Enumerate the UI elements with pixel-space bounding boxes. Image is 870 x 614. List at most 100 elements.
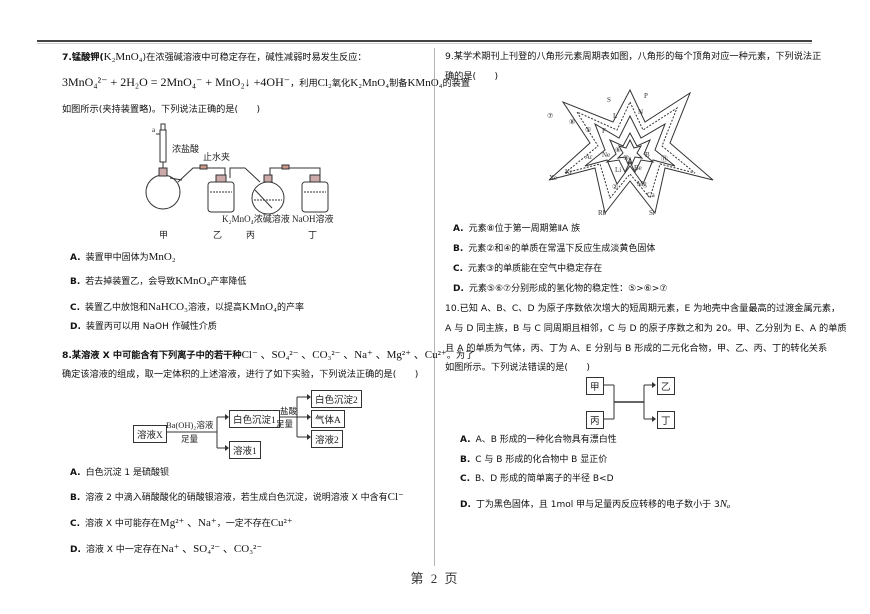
option-text: 装置丙可以用 NaOH 作碱性介质 [85,322,217,332]
label-yi: 乙 [213,230,223,240]
label-jia: 甲 [159,230,169,240]
star-label-be: Be [634,164,642,172]
q9-octagram-diagram: S P L N F ⑦ ⑧ ⑤ Ar Ne ⑥ ③ B ⑪ Li Be ② Mg… [545,88,715,218]
star-label-rb: Rb [598,209,607,217]
option-label: D. [70,322,81,332]
option-formula: Na⁺ 、SO₄²⁻ 、CO₃²⁻ [160,543,263,555]
option-text: ，一定不存在 [216,519,271,529]
q8-option-a[interactable]: A.白色沉淀 1 是硫酸钡 [70,466,169,480]
octagram-drawing [548,88,714,215]
flow-reagent-excess-2: 足量 [276,419,294,429]
star-label-xe: Xe [549,174,558,182]
q7-stem-line1: 7.锰酸钾(K₂MnO₄)在浓强碱溶液中可稳定存在，碱性减弱时易发生反应： [62,50,367,65]
star-label-ca: Ca [647,191,655,199]
star-label-f: F [602,127,606,135]
option-text: 丁为黑色固体，且 1mol 甲与足量丙反应转移的电子数小于 3 [475,500,720,510]
q10-stem-line1: 10.已知 A、B、C、D 为原子序数依次增大的短周期元素，E 为地壳中含量最高… [445,303,841,314]
header-rule [37,40,812,42]
label-k2mno4-solution: K₂MnO₄浓碱溶液 [222,214,290,224]
option-text: 的产率 [276,303,304,313]
q10-option-a[interactable]: A. A、B 形成的一种化合物具有漂白性 [460,433,617,447]
flow-node-gas-a: 气体A [311,410,345,428]
q7-stem-suffix: )在浓强碱溶液中可稳定存在，碱性减弱时易发生反应： [142,52,367,63]
option-label: C. [460,474,471,484]
q9-option-b[interactable]: B. 元素②和④的单质在常温下反应生成淡黄色固体 [453,242,655,256]
option-text: 溶液 X 中可能存在 [85,519,160,529]
q8-stem-suffix: 。为了 [446,350,475,361]
q9-option-d[interactable]: D.元素⑤⑥⑦分别形成的氢化物的稳定性：⑤>⑥>⑦ [453,282,667,296]
q9-option-a[interactable]: A. 元素⑧位于第一周期第ⅡA 族 [453,222,580,236]
q10-stem-line3: 且 A 的单质为气体，丙、丁为 A、E 分别与 B 形成的二元化合物，甲、乙、丙… [445,343,828,354]
q7-text: 制备 [389,78,408,89]
star-label-n: N [638,108,644,116]
option-text: 元素⑧位于第一周期第ⅡA 族 [468,224,581,234]
option-label: A. [453,224,464,234]
option-text: A、B 形成的一种化合物具有漂白性 [475,435,617,445]
option-formula-na: Nₐ [719,498,731,510]
option-text: 装置甲中固体为 [85,253,149,263]
q10-node-jia: 甲 [586,377,604,395]
apparatus-drawing [145,123,329,215]
q10-stem-line4: 如图所示。下列说法错误的是( ) [445,362,590,373]
option-label: D. [460,500,471,510]
q7-option-d[interactable]: D. 装置丙可以用 NaOH 作碱性介质 [70,320,217,334]
q8-stem-prefix: 8.某溶液 X 中可能含有下列离子中的若干种 [62,350,242,361]
label-a: a [152,126,156,134]
q7-text: 氧化 [331,78,351,89]
q10-flow-chart: 甲 丙 乙 丁 [580,375,690,430]
q8-option-d[interactable]: D. 溶液 X 中一定存在Na⁺ 、SO₄²⁻ 、CO₃²⁻ [70,542,262,557]
q8-option-c[interactable]: C.溶液 X 中可能存在Mg²⁺ 、Na⁺，一定不存在Cu²⁺ [70,516,293,531]
q7-option-c[interactable]: C.装置乙中放饱和NaHCO₃溶液，以提高KMnO₄的产率 [70,300,304,315]
option-label: B. [453,244,464,254]
option-label: D. [70,545,81,555]
q7-stem-prefix: 7.锰酸钾( [62,52,104,63]
q8-option-b[interactable]: B.溶液 2 中滴入硝酸酸化的硝酸银溶液，若生成白色沉淀，说明溶液 X 中含有C… [70,490,404,505]
star-label-circle-8: ⑧ [569,118,576,126]
q7-option-b[interactable]: B.若去掉装置乙，会导致KMnO₄产率降低 [70,274,246,289]
option-label: C. [453,264,464,274]
star-label-circle-6: ⑥ [615,146,622,154]
q8-stem-line2: 确定该溶液的组成，取一定体积的上述溶液，进行了如下实验，下列说法正确的是( ) [62,369,419,380]
label-conc-hcl: 浓盐酸 [172,144,200,154]
star-label-sr: Sr [649,209,656,217]
option-text: 溶液 X 中一定存在 [85,545,161,555]
flow-node-solution-2: 溶液2 [311,430,343,448]
q10-option-b[interactable]: B.C 与 B 形成的化合物中 B 显正价 [460,453,607,467]
q8-flow-chart: 溶液X Ba(OH)₂溶液 足量 白色沉淀1 溶液1 盐酸 足量 白色沉淀2 气… [125,385,375,460]
q10-option-d[interactable]: D. 丁为黑色固体，且 1mol 甲与足量丙反应转移的电子数小于 3Nₐ [460,497,730,512]
label-bing: 丙 [246,230,256,240]
star-label-circle-11: ⑪ [661,155,668,163]
flow-reagent-excess: 足量 [181,434,199,444]
option-formula: MnO₂ [148,251,176,263]
q7-equation: 3MnO₄²⁻ + 2H₂O = 2MnO₄⁻ + MnO₂↓ +4OH⁻ [62,75,291,89]
q7-apparatus-diagram: a 浓盐酸 止水夹 K₂MnO₄浓碱溶液 NaOH溶液 甲 乙 丙 丁 [130,120,360,245]
q10-option-c[interactable]: C.B、D 形成的简单离子的半径 B<D [460,472,614,486]
star-label-circle-7: ⑦ [547,112,554,120]
option-text: 元素②和④的单质在常温下反应生成淡黄色固体 [468,244,656,254]
option-text: 元素③的单质能在空气中稳定存在 [468,264,603,274]
flow-node-solution-x: 溶液X [133,425,167,443]
option-label: D. [453,284,464,294]
option-formula: Mg²⁺ 、Na⁺ [159,517,217,529]
flow-reagent-baoh2: Ba(OH)₂溶液 [166,420,214,430]
q8-stem-line1: 8.某溶液 X 中可能含有下列离子中的若干种Cl⁻ 、SO₄²⁻ 、CO₃²⁻ … [62,348,474,363]
label-naoh-solution: NaOH溶液 [292,214,334,224]
option-label: A. [460,435,471,445]
label-clamp: 止水夹 [203,152,231,162]
star-label-s: S [607,96,611,104]
q7-stem-line2: 3MnO₄²⁻ + 2H₂O = 2MnO₄⁻ + MnO₂↓ +4OH⁻，利用… [62,75,470,91]
q10-node-bing: 丙 [586,411,604,429]
q9-option-c[interactable]: C. 元素③的单质能在空气中稳定存在 [453,262,602,276]
star-label-circle-5: ⑤ [585,126,592,134]
option-text: 产率降低 [210,277,247,287]
option-text: 溶液，以提高 [187,303,242,313]
q7-option-a[interactable]: A.装置甲中固体为MnO₂ [70,250,176,265]
option-text: 装置乙中放饱和 [85,303,149,313]
star-label-l: L [613,112,618,120]
option-label: C. [70,303,81,313]
star-label-kr: Kr [565,168,573,176]
flow-connectors [163,394,311,451]
star-label-circle-3: ③ [623,154,630,162]
q10-stem-line2: A 与 D 同主族，B 与 C 同周期且相邻，C 与 D 的原子序数之和为 20… [445,323,847,334]
q10-flow-connectors [602,382,656,422]
